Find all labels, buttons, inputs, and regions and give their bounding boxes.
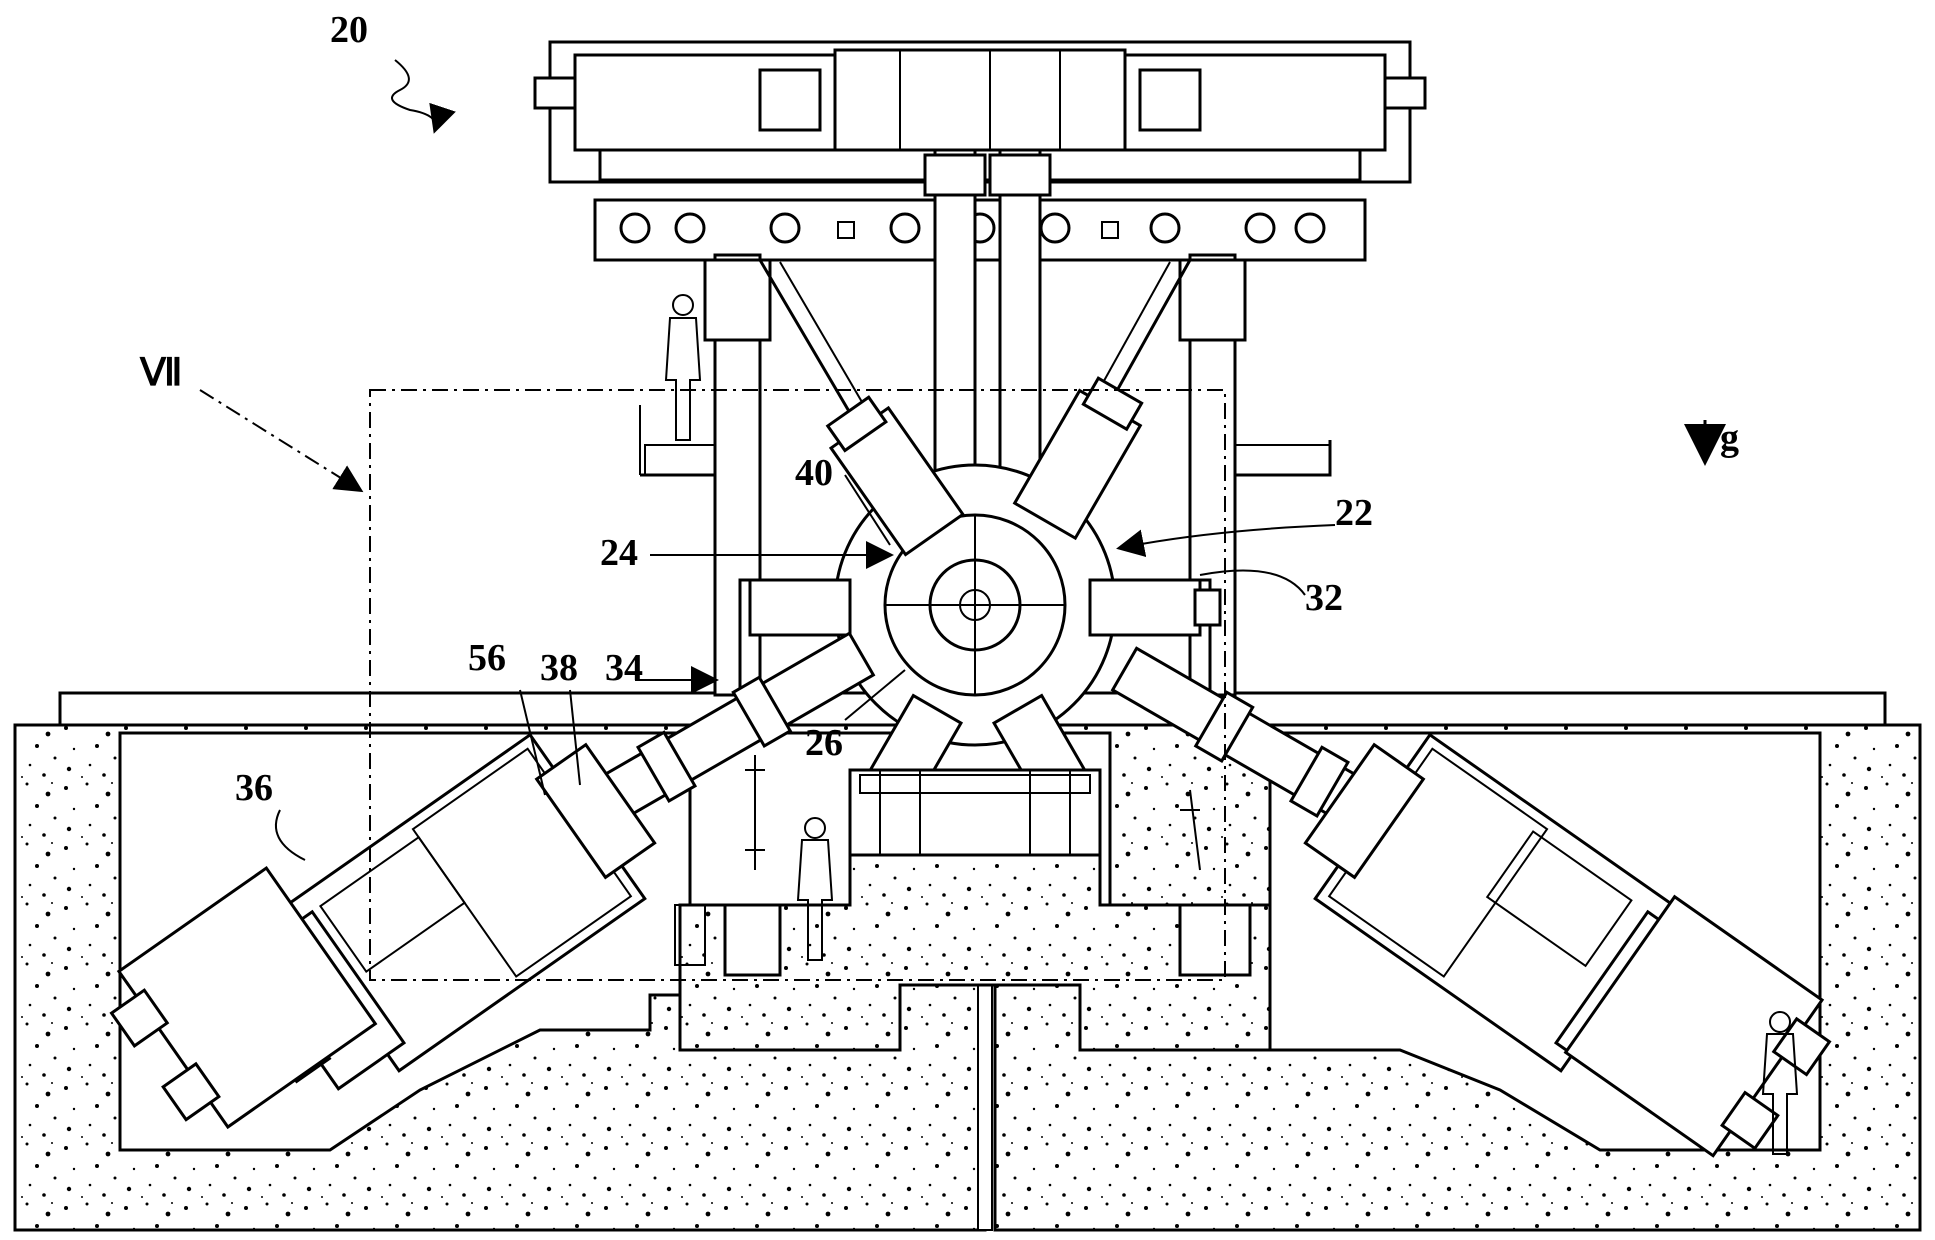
label-26: 26 [805, 722, 843, 764]
label-gravity: g [1720, 417, 1739, 459]
label-34: 34 [605, 647, 643, 689]
label-section-vii: Ⅶ [139, 352, 183, 394]
label-24: 24 [600, 532, 638, 574]
cross-beam [595, 200, 1365, 260]
section-leader [200, 390, 360, 490]
label-36: 36 [235, 767, 273, 809]
label-56: 56 [468, 637, 506, 679]
worker-top-left [666, 295, 700, 440]
label-38: 38 [540, 647, 578, 689]
label-22: 22 [1335, 492, 1373, 534]
label-20: 20 [330, 9, 368, 51]
label-40: 40 [795, 452, 833, 494]
label-32: 32 [1305, 577, 1343, 619]
